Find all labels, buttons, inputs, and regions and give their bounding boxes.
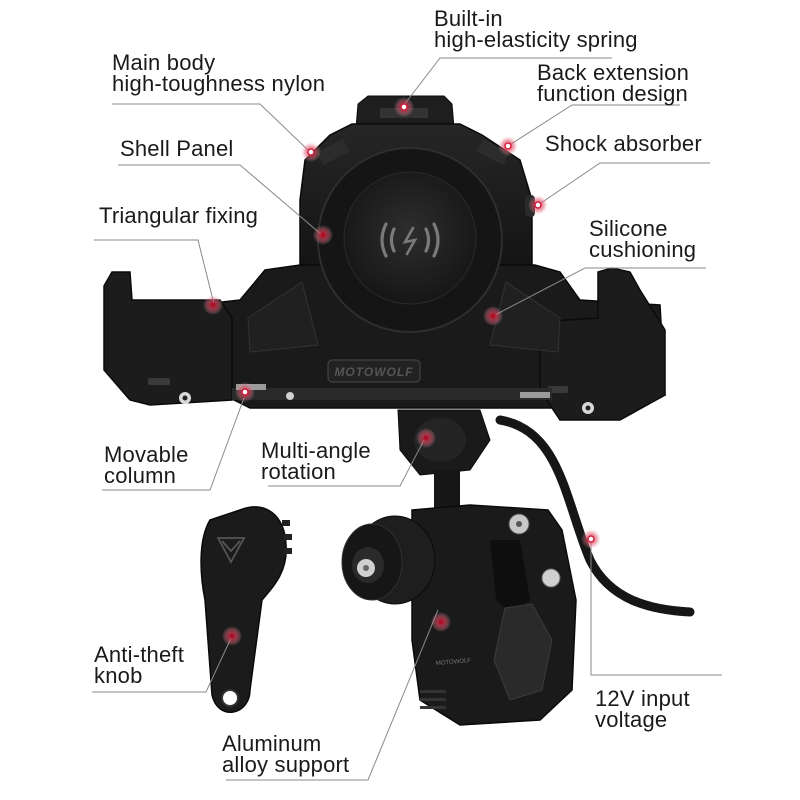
marker-main-body	[301, 142, 321, 162]
callout-movable-column: Movable column	[104, 442, 189, 488]
leader-lines	[92, 57, 722, 781]
marker-aluminum	[431, 612, 451, 632]
side-knob	[341, 515, 436, 605]
marker-input-voltage	[581, 529, 601, 549]
clamp-text: MOTOWOLF	[436, 658, 472, 667]
callout-shell-panel: Shell Panel	[120, 136, 234, 161]
marker-triangular-fixing	[203, 295, 223, 315]
callout-aluminum-alloy-support: Aluminum alloy support	[222, 731, 350, 777]
marker-silicone	[483, 306, 503, 326]
triangle-y-logo-icon	[216, 537, 246, 564]
callout-multi-angle-rotation: Multi-angle rotation	[261, 438, 371, 484]
callout-anti-theft-knob: Anti-theft knob	[94, 642, 185, 688]
callout-shock-absorber: Shock absorber	[545, 131, 702, 156]
marker-spring	[394, 97, 414, 117]
marker-back-extension	[498, 136, 518, 156]
callout-silicone-cushioning: Silicone cushioning	[589, 216, 697, 262]
marker-multi-angle	[416, 428, 436, 448]
callout-triangular-fixing: Triangular fixing	[99, 203, 259, 228]
callout-back-extension: Back extension function design	[537, 60, 689, 106]
callout-12v-input-voltage: 12V input voltage	[595, 686, 690, 732]
brand-plate	[327, 359, 421, 383]
callout-markers	[203, 97, 601, 646]
charging-pad	[343, 171, 477, 305]
marker-movable-column	[235, 382, 255, 402]
anti-theft-key	[200, 506, 292, 713]
wireless-charging-icon	[380, 222, 440, 258]
callout-main-body: Main body high-toughness nylon	[112, 50, 326, 96]
marker-shock-absorber	[528, 195, 548, 215]
clamp-grip-pad	[493, 603, 553, 701]
power-cable	[495, 415, 695, 617]
brand-logo-text: MOTOWOLF	[334, 365, 413, 379]
marker-anti-theft	[222, 626, 242, 646]
left-grip	[103, 271, 233, 406]
callout-built-in-spring: Built-in high-elasticity spring	[434, 6, 638, 52]
marker-shell-panel	[313, 225, 333, 245]
